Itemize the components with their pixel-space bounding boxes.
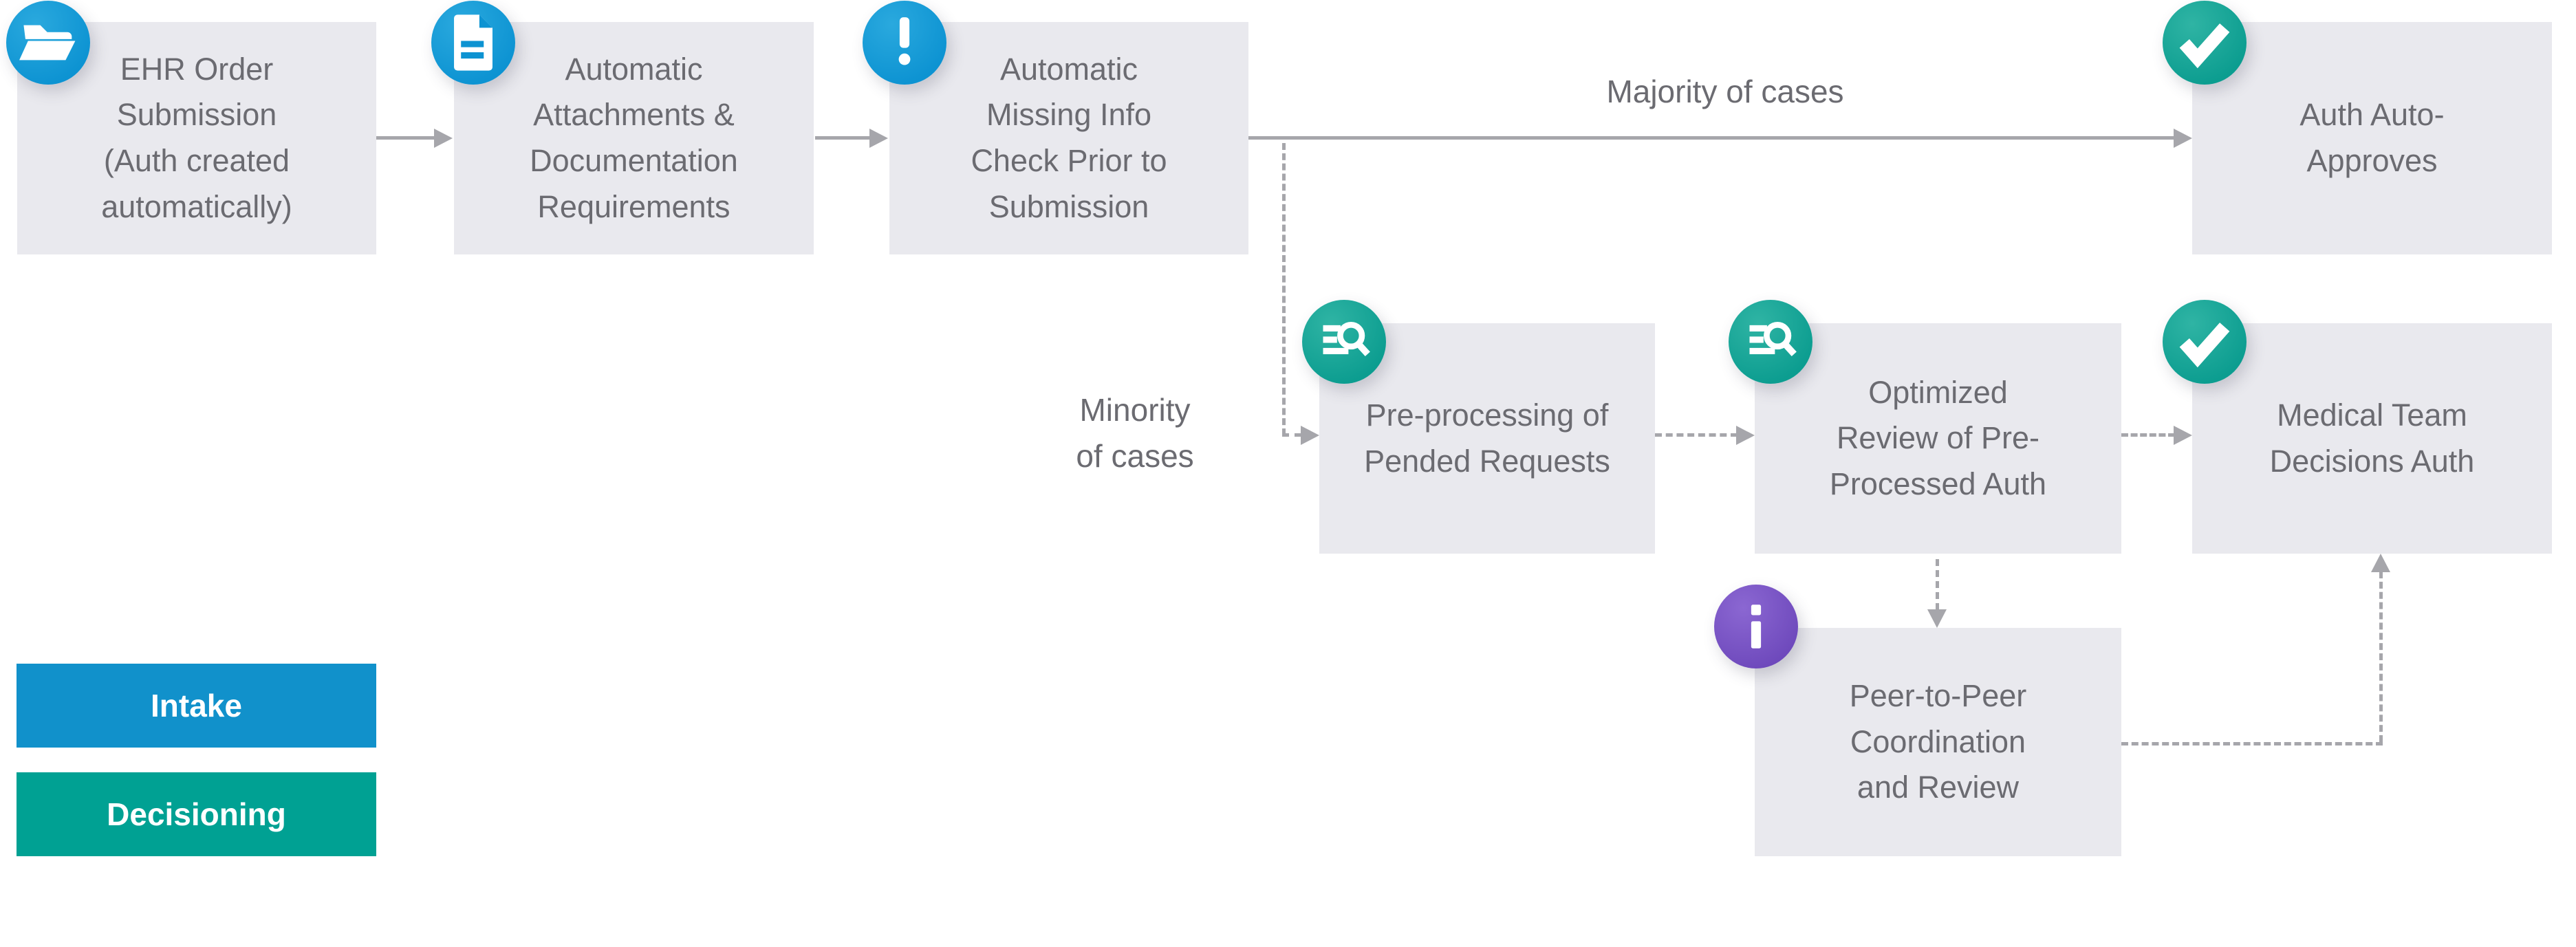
node-ehr-order-submission: EHR Order Submission (Auth created autom… (17, 22, 376, 254)
info-icon (1714, 585, 1798, 668)
check-icon (2163, 1, 2247, 85)
search-list-icon (1729, 300, 1812, 384)
arrowhead-up-icon (2371, 554, 2390, 572)
node-optimized-review: Optimized Review of Pre- Processed Auth (1755, 323, 2121, 554)
dashed-arrow-optimized-to-peer (1936, 559, 1939, 610)
legend-decisioning: Decisioning (17, 772, 376, 856)
node-label: Peer-to-Peer Coordination and Review (1849, 678, 2027, 805)
arrow-ehr-to-attachments (376, 136, 435, 140)
dashed-arrow-pre-to-optimized (1655, 433, 1738, 437)
arrowhead-right-icon (2174, 129, 2192, 148)
dashed-arrow-to-preprocessing (1282, 433, 1301, 437)
arrowhead-right-icon (1301, 426, 1319, 445)
check-icon (2163, 300, 2247, 384)
legend-intake-label: Intake (151, 688, 242, 723)
legend-intake: Intake (17, 664, 376, 748)
arrowhead-down-icon (1927, 609, 1947, 628)
arrowhead-right-icon (434, 129, 453, 148)
document-icon (431, 1, 515, 85)
arrow-missing-to-autoapprove (1248, 136, 2174, 140)
dashed-arrow-optimized-to-medical (2121, 433, 2175, 437)
dashed-branch-down (1282, 143, 1286, 435)
minority-of-cases-label: Minority of cases (1076, 392, 1194, 474)
arrowhead-right-icon (2174, 426, 2192, 445)
node-medical-team-decisions: Medical Team Decisions Auth (2192, 323, 2552, 554)
majority-of-cases-label: Majority of cases (1606, 74, 1844, 109)
node-label: Automatic Missing Info Check Prior to Su… (971, 51, 1167, 224)
node-label: Auth Auto- Approves (2299, 97, 2445, 178)
legend-decisioning-label: Decisioning (107, 796, 286, 832)
dashed-line-peer-up (2379, 572, 2383, 742)
node-automatic-attachments: Automatic Attachments & Documentation Re… (454, 22, 814, 254)
alert-icon (863, 1, 946, 85)
node-missing-info-check: Automatic Missing Info Check Prior to Su… (889, 22, 1248, 254)
dashed-line-peer-right (2121, 742, 2383, 745)
node-label: Pre-processing of Pended Requests (1364, 397, 1610, 479)
arrowhead-right-icon (1736, 426, 1755, 445)
node-label: EHR Order Submission (Auth created autom… (101, 51, 292, 224)
search-list-icon (1302, 300, 1386, 384)
node-auth-auto-approves: Auth Auto- Approves (2192, 22, 2552, 254)
arrow-attachments-to-missing (815, 136, 870, 140)
node-peer-to-peer: Peer-to-Peer Coordination and Review (1755, 628, 2121, 856)
node-label: Optimized Review of Pre- Processed Auth (1829, 374, 2047, 501)
arrowhead-right-icon (869, 129, 888, 148)
node-label: Medical Team Decisions Auth (2269, 397, 2475, 479)
folder-open-icon (6, 1, 90, 85)
node-label: Automatic Attachments & Documentation Re… (530, 51, 738, 224)
